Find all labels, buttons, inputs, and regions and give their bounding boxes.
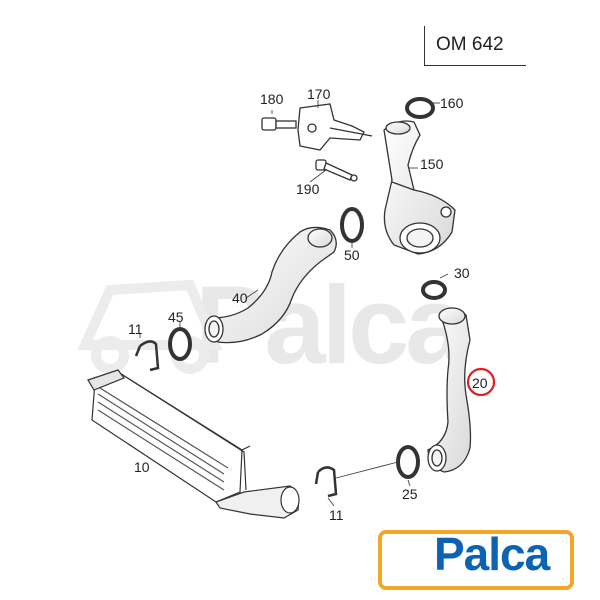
callout-11-upper: 11 — [128, 321, 143, 337]
part-30-gasket — [421, 280, 447, 300]
part-180-bolt — [261, 117, 297, 131]
part-11-clamp-lower — [314, 466, 338, 498]
part-45-gasket — [168, 327, 192, 361]
callout-20: 20 — [472, 375, 488, 391]
watermark-car-icon — [77, 279, 223, 374]
callout-170: 170 — [307, 86, 331, 102]
brand-logo-text: Palca — [434, 528, 550, 580]
part-170-bracket — [297, 103, 373, 151]
part-50-gasket — [340, 207, 364, 243]
part-150-intake-housing — [383, 120, 456, 255]
part-11-clamp-upper — [134, 340, 160, 372]
part-40-charge-hose — [204, 226, 337, 344]
callout-40: 40 — [232, 290, 248, 306]
part-160-gasket — [405, 97, 435, 119]
callout-150: 150 — [420, 156, 444, 172]
engine-code: OM 642 — [436, 34, 504, 55]
brand-logo-frame — [378, 530, 574, 590]
callout-45: 45 — [168, 309, 184, 325]
callout-160: 160 — [440, 95, 464, 111]
leader-lines — [139, 100, 449, 507]
callout-180: 180 — [260, 91, 284, 107]
part-10-intercooler — [87, 369, 300, 519]
callout-50: 50 — [344, 247, 360, 263]
callout-25: 25 — [402, 486, 418, 502]
callout-11-lower: 11 — [329, 507, 344, 523]
callout-10: 10 — [134, 459, 150, 475]
callout-30: 30 — [454, 265, 470, 281]
part-20-charge-hose — [427, 307, 472, 473]
callout-190: 190 — [296, 181, 320, 197]
part-190-bolt — [315, 159, 358, 182]
engine-code-frame — [424, 26, 526, 66]
highlight-ring-20 — [466, 367, 496, 397]
part-25-gasket — [396, 445, 420, 479]
